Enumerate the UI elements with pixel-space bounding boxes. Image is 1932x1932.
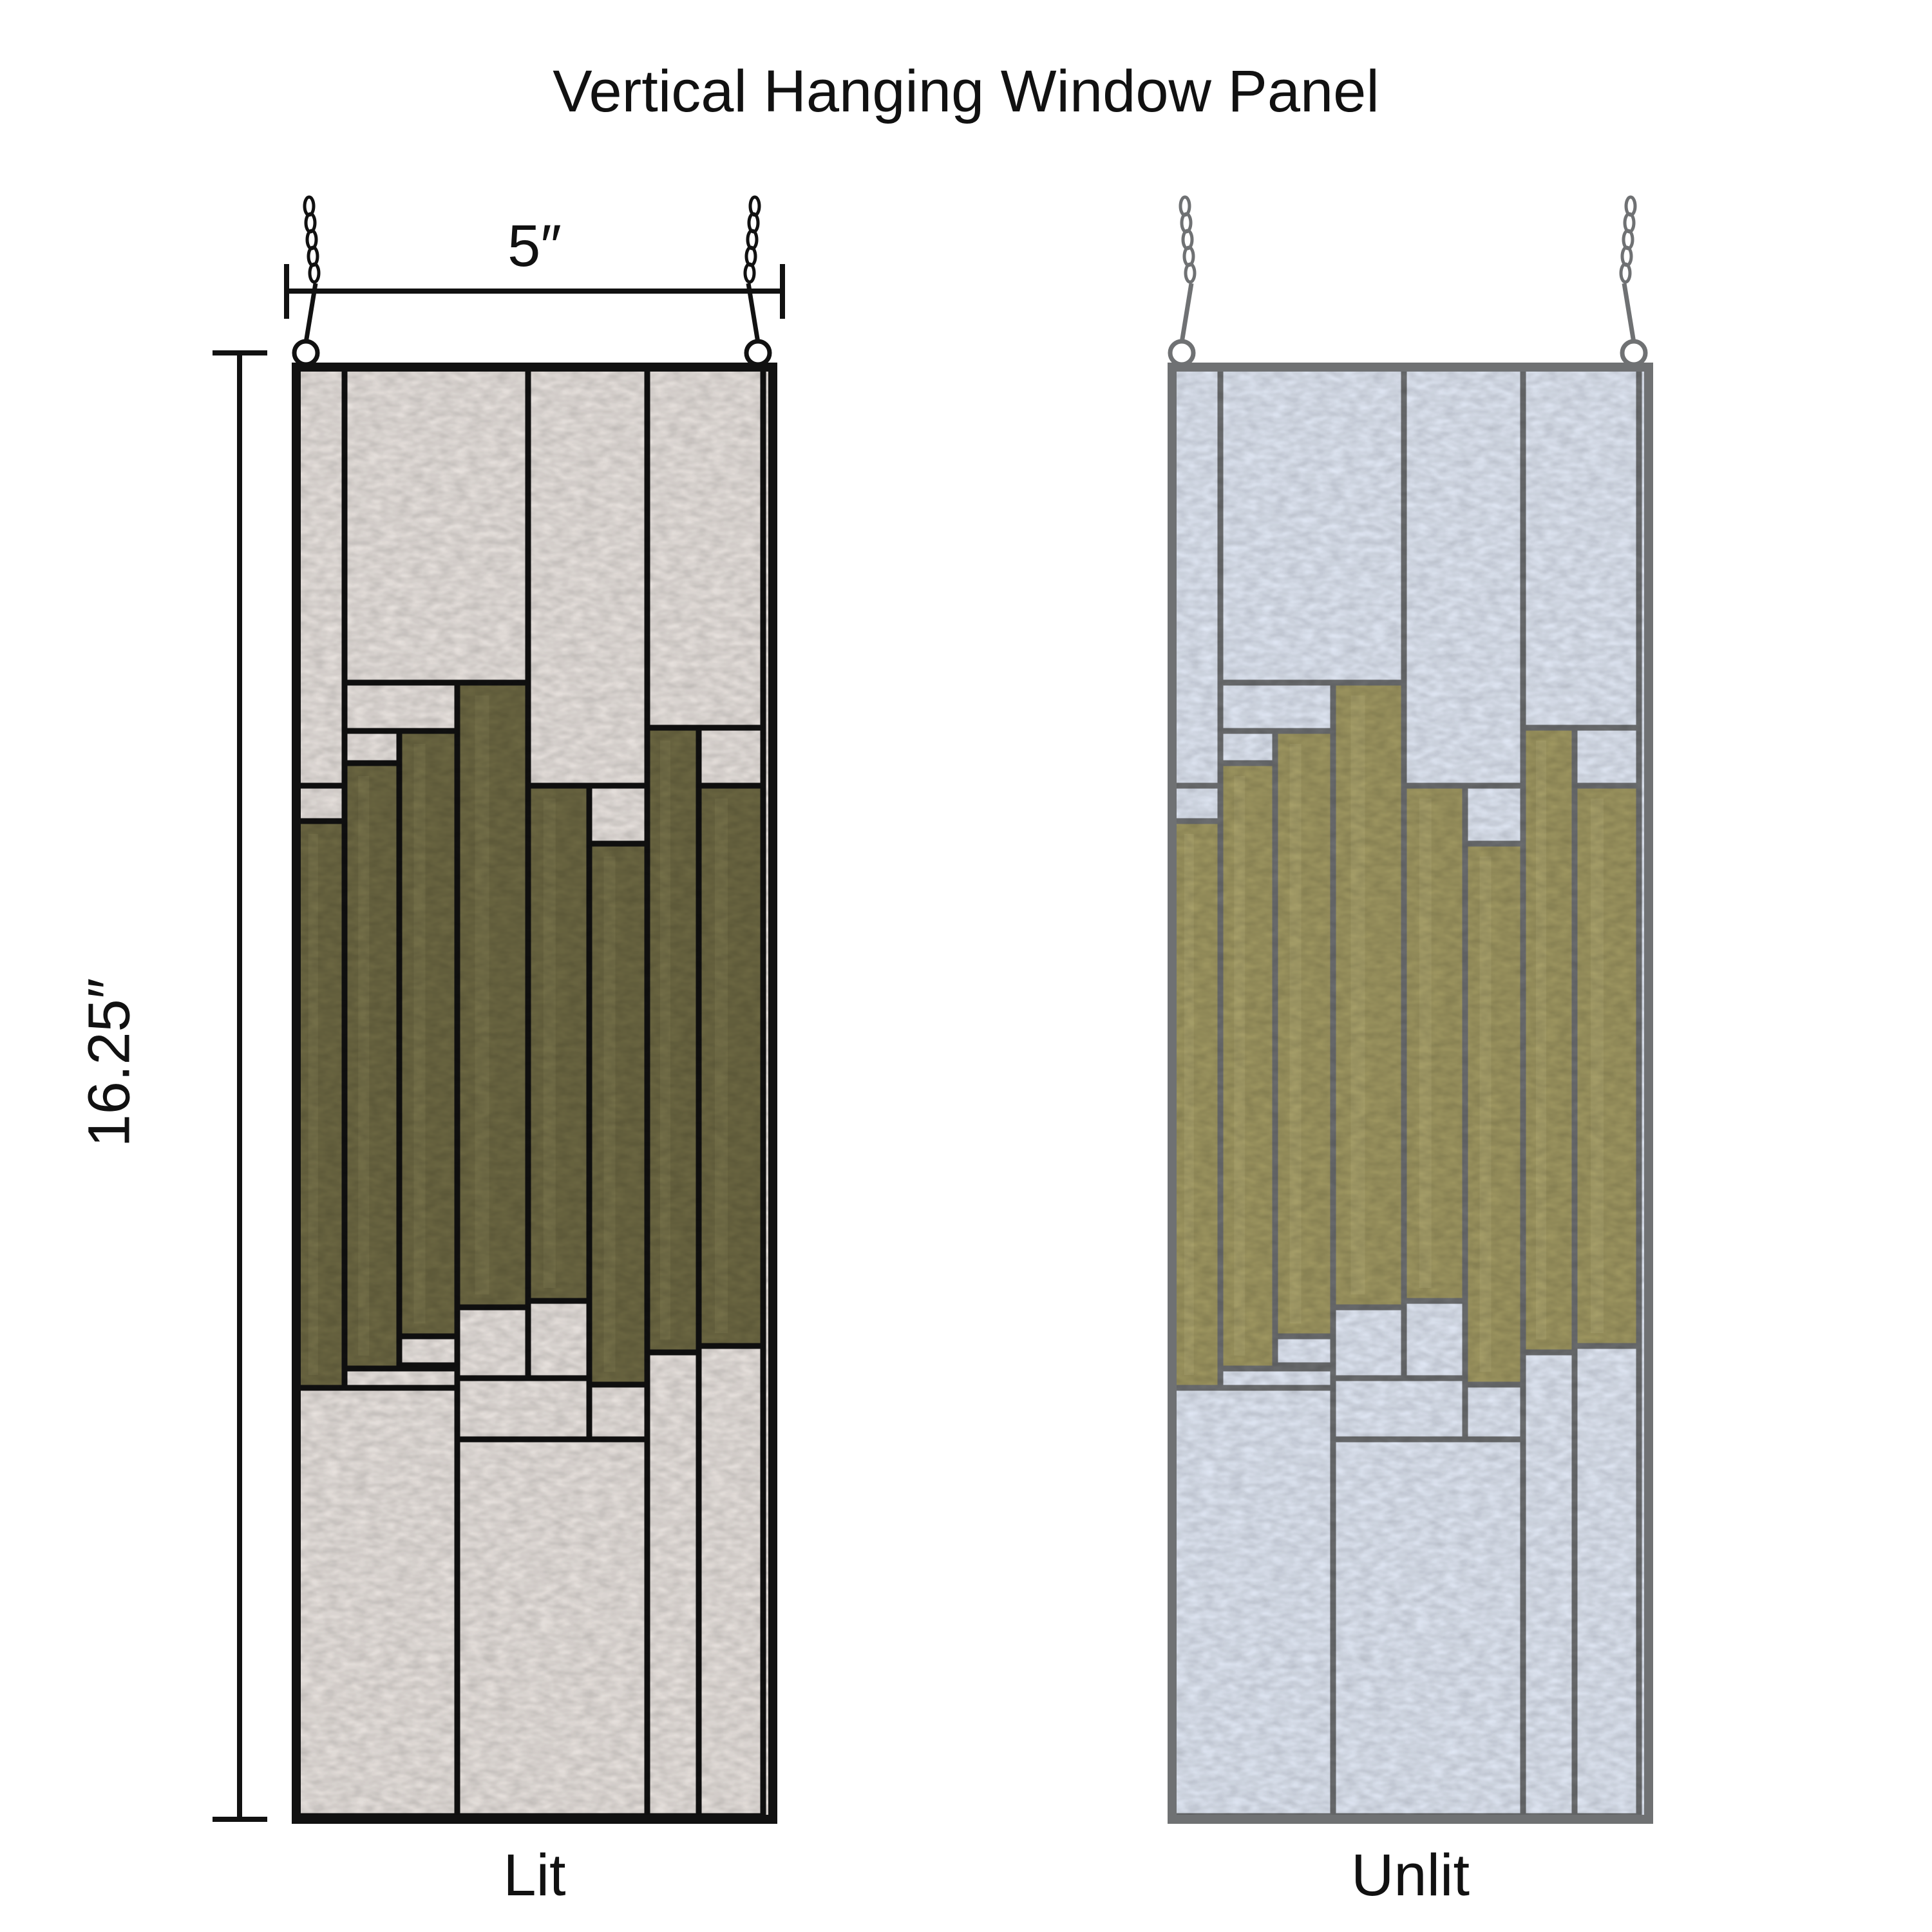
glass-texture (296, 367, 773, 1819)
hanging-chain (292, 195, 321, 367)
width-dimension-label: 5″ (507, 213, 562, 279)
panel-frame (1168, 363, 1653, 1824)
panel-frame (292, 363, 777, 1824)
unlit-panel (1168, 195, 1653, 1824)
height-dimension-line (213, 350, 267, 1822)
lit-caption: Lit (503, 1842, 566, 1908)
width-dimension-line (284, 264, 785, 319)
hanging-chain (1168, 195, 1197, 367)
glass-texture (1172, 367, 1649, 1819)
hanging-chain (743, 195, 772, 367)
unlit-caption: Unlit (1350, 1842, 1470, 1908)
lit-panel (292, 195, 777, 1824)
hanging-chain (1619, 195, 1648, 367)
page-title: Vertical Hanging Window Panel (553, 59, 1379, 124)
